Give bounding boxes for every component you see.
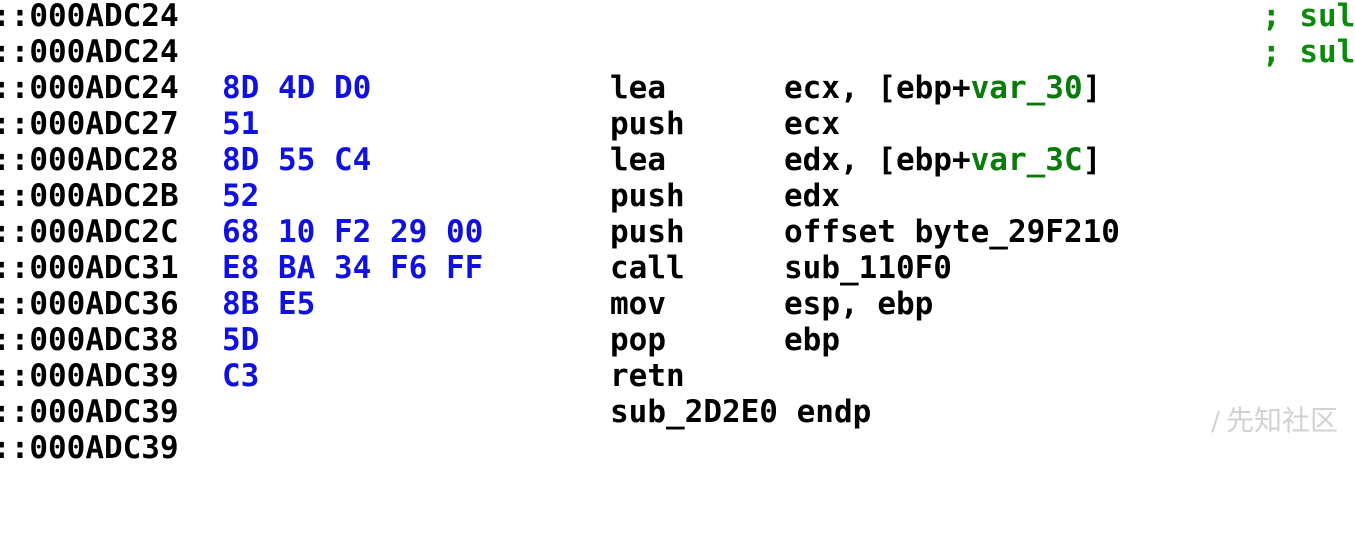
- operand-variable[interactable]: var_3C: [970, 142, 1083, 178]
- instruction-mnemonic: pop: [610, 322, 666, 358]
- opcode-bytes: 68 10 F2 29 00: [222, 214, 484, 250]
- operand-text: ]: [1082, 70, 1102, 106]
- line-address: ::000ADC38: [0, 322, 179, 358]
- instruction-operands: ecx: [784, 106, 840, 142]
- operand-text: ecx, [ebp+: [784, 70, 971, 106]
- opcode-bytes: 5D: [222, 322, 260, 358]
- instruction-operands[interactable]: offset byte_29F210: [784, 214, 1120, 250]
- instruction-mnemonic: push: [610, 214, 685, 250]
- opcode-bytes: 8D 4D D0: [222, 70, 372, 106]
- opcode-bytes: E8 BA 34 F6 FF: [222, 250, 484, 286]
- opcode-bytes: 8B E5: [222, 286, 316, 322]
- opcode-bytes: 52: [222, 178, 260, 214]
- listing-line[interactable]: ::000ADC27 51 push ecx: [0, 106, 840, 142]
- listing-line[interactable]: ::000ADC24 8D 4D D0 lea ecx, [ebp+var_30…: [0, 70, 1101, 106]
- line-address: ::000ADC2C: [0, 214, 179, 250]
- line-address: ::000ADC28: [0, 142, 179, 178]
- instruction-mnemonic: retn: [610, 358, 685, 394]
- line-address: ::000ADC36: [0, 286, 179, 322]
- line-address: ::000ADC39: [0, 394, 179, 430]
- listing-line[interactable]: ::000ADC39 sub_2D2E0 endp: [0, 394, 871, 430]
- instruction-operands: ebp: [784, 322, 840, 358]
- listing-line[interactable]: ::000ADC31 E8 BA 34 F6 FF call sub_110F0: [0, 250, 952, 286]
- listing-line[interactable]: ::000ADC2C 68 10 F2 29 00 push offset by…: [0, 214, 1120, 250]
- line-address: ::000ADC2B: [0, 178, 179, 214]
- line-address: ::000ADC24: [0, 34, 179, 70]
- instruction-mnemonic: call: [610, 250, 685, 286]
- listing-line[interactable]: ::000ADC24 ; sul: [0, 0, 1355, 34]
- line-address: ::000ADC24: [0, 0, 179, 34]
- operand-variable[interactable]: var_30: [970, 70, 1083, 106]
- line-address: ::000ADC31: [0, 250, 179, 286]
- line-address: ::000ADC39: [0, 358, 179, 394]
- opcode-bytes: C3: [222, 358, 260, 394]
- instruction-mnemonic: lea: [610, 70, 666, 106]
- opcode-bytes: 8D 55 C4: [222, 142, 372, 178]
- line-comment: ; sul: [1262, 0, 1355, 34]
- listing-line[interactable]: ::000ADC28 8D 55 C4 lea edx, [ebp+var_3C…: [0, 142, 1101, 178]
- instruction-mnemonic: push: [610, 178, 685, 214]
- line-address: ::000ADC27: [0, 106, 179, 142]
- listing-line[interactable]: ::000ADC38 5D pop ebp: [0, 322, 840, 358]
- line-comment: ; sul: [1262, 34, 1355, 70]
- listing-line[interactable]: ::000ADC36 8B E5 mov esp, ebp: [0, 286, 933, 322]
- instruction-operands[interactable]: sub_110F0: [784, 250, 952, 286]
- line-address: ::000ADC24: [0, 70, 179, 106]
- instruction-operands: esp, ebp: [784, 286, 934, 322]
- instruction-operands: ecx, [ebp+var_30]: [784, 70, 1101, 106]
- line-address: ::000ADC39: [0, 430, 179, 466]
- listing-line[interactable]: ::000ADC24 ; sul: [0, 34, 1355, 70]
- instruction-operands: edx, [ebp+var_3C]: [784, 142, 1101, 178]
- listing-line[interactable]: ::000ADC39 C3 retn: [0, 358, 685, 394]
- instruction-mnemonic: lea: [610, 142, 666, 178]
- listing-line[interactable]: ::000ADC39: [0, 430, 179, 466]
- instruction-mnemonic: mov: [610, 286, 666, 322]
- watermark: ∕先知社区: [1211, 403, 1338, 440]
- disassembly-listing: ::000ADC24 ; sul ::000ADC24 ; sul ::000A…: [0, 0, 1355, 466]
- watermark-text: 先知社区: [1225, 404, 1338, 437]
- opcode-bytes: 51: [222, 106, 260, 142]
- operand-text: ]: [1082, 142, 1102, 178]
- zhi-logo-icon: ∕: [1211, 407, 1220, 437]
- function-end-label[interactable]: sub_2D2E0 endp: [610, 394, 872, 430]
- instruction-mnemonic: push: [610, 106, 685, 142]
- operand-text: edx, [ebp+: [784, 142, 971, 178]
- instruction-operands: edx: [784, 178, 840, 214]
- listing-line[interactable]: ::000ADC2B 52 push edx: [0, 178, 840, 214]
